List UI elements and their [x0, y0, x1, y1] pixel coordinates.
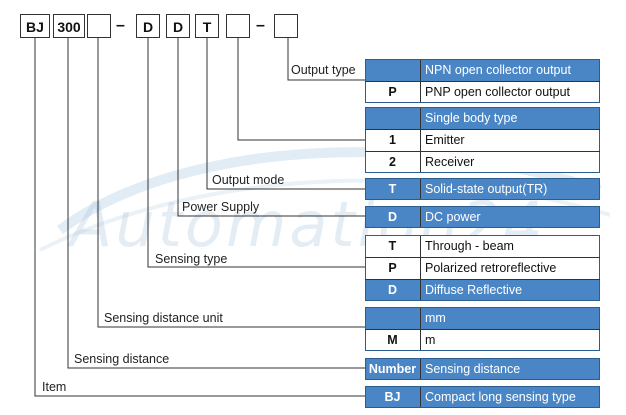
line-output-mode	[206, 38, 365, 190]
table-row: P PNP open collector output	[365, 81, 600, 103]
row-divider	[365, 257, 600, 258]
table-row: T Through - beam	[365, 235, 600, 257]
table-row: BJ Compact long sensing type	[365, 386, 600, 408]
label-output-type: Output type	[291, 63, 356, 77]
option-desc: Compact long sensing type	[420, 386, 600, 408]
option-desc: PNP open collector output	[420, 81, 600, 103]
line-sensing-type	[147, 38, 365, 268]
table-row: Single body type	[365, 107, 600, 129]
label-sensing-type: Sensing type	[155, 252, 228, 266]
option-code: T	[388, 182, 397, 196]
label-sensing-distance-unit: Sensing distance unit	[104, 311, 223, 325]
row-divider	[365, 81, 600, 82]
row-divider	[365, 279, 600, 280]
option-desc: Sensing distance	[420, 358, 600, 380]
option-code: D	[387, 210, 398, 224]
line-output-type	[287, 38, 365, 81]
label-output-mode: Output mode	[212, 173, 285, 187]
option-desc: Single body type	[420, 107, 600, 129]
table-row: 1 Emitter	[365, 129, 600, 151]
option-code	[365, 307, 420, 329]
option-desc: m	[420, 329, 600, 351]
line-sensing-distance	[67, 38, 365, 369]
option-code: 2	[389, 155, 396, 169]
table-row: M m	[365, 329, 600, 351]
option-code	[365, 59, 420, 81]
code-box-body-type	[226, 14, 250, 38]
line-body-type	[237, 38, 365, 141]
option-desc: Through - beam	[420, 235, 600, 257]
option-code: 1	[389, 133, 396, 147]
table-row: 2 Receiver	[365, 151, 600, 173]
option-code: D	[387, 283, 398, 297]
code-box-unit	[87, 14, 111, 38]
code-box-output-type	[274, 14, 298, 38]
code-box-item: BJ	[20, 14, 50, 38]
option-desc: Solid-state output(TR)	[420, 178, 600, 200]
table-row: Number Sensing distance	[365, 358, 600, 380]
option-code	[365, 107, 420, 129]
table-row: T Solid-state output(TR)	[365, 178, 600, 200]
option-code: Number	[368, 362, 417, 376]
option-desc: mm	[420, 307, 600, 329]
option-desc: Polarized retroreflective	[420, 257, 600, 279]
table-row: D DC power	[365, 206, 600, 228]
line-item	[34, 38, 365, 397]
row-divider	[365, 151, 600, 152]
code-box-output-mode: T	[195, 14, 219, 38]
option-code: M	[387, 333, 398, 347]
code-box-distance: 300	[53, 14, 85, 38]
option-code: P	[388, 85, 397, 99]
table-row: P Polarized retroreflective	[365, 257, 600, 279]
option-desc: NPN open collector output	[420, 59, 600, 81]
row-divider	[365, 129, 600, 130]
line-power-supply	[177, 38, 365, 217]
table-row: NPN open collector output	[365, 59, 600, 81]
label-item: Item	[42, 380, 67, 394]
label-power-supply: Power Supply	[182, 200, 260, 214]
option-desc: Emitter	[420, 129, 600, 151]
table-row: D Diffuse Reflective	[365, 279, 600, 301]
label-sensing-distance: Sensing distance	[74, 352, 170, 366]
code-box-power: D	[166, 14, 190, 38]
code-dash-2: –	[256, 17, 265, 34]
option-desc: Diffuse Reflective	[420, 279, 600, 301]
code-dash-1: –	[116, 17, 125, 34]
option-code: BJ	[384, 390, 401, 404]
line-distance-unit	[97, 38, 365, 328]
option-desc: DC power	[420, 206, 600, 228]
option-code: T	[388, 239, 397, 253]
table-row: mm	[365, 307, 600, 329]
row-divider	[365, 329, 600, 330]
code-box-sensing-type: D	[136, 14, 160, 38]
option-desc: Receiver	[420, 151, 600, 173]
option-code: P	[388, 261, 397, 275]
